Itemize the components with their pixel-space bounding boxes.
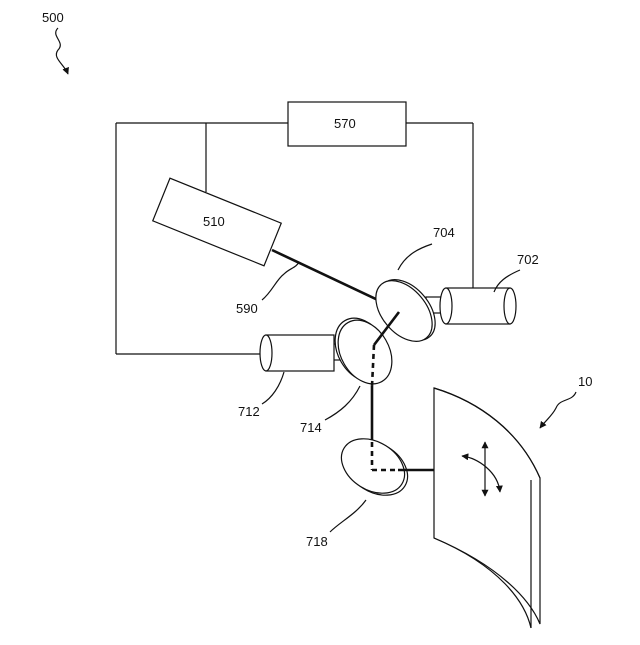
label-mirror-714: 714 (300, 420, 322, 435)
leader-mirror-714 (325, 386, 360, 420)
label-motor-712: 712 (238, 404, 260, 419)
label-system-500: 500 (42, 10, 64, 25)
label-beam-590: 590 (236, 301, 258, 316)
label-laser-510: 510 (203, 214, 225, 229)
label-motor-702: 702 (517, 252, 539, 267)
leader-system-500 (56, 28, 68, 74)
leader-motor-712 (262, 372, 284, 404)
leader-lens-718 (330, 500, 366, 532)
leader-beam-590 (262, 262, 299, 300)
target-surface-10 (434, 388, 540, 628)
label-controller-570: 570 (334, 116, 356, 131)
leader-target-10 (540, 392, 576, 428)
label-lens-718: 718 (306, 534, 328, 549)
leader-mirror-704 (398, 244, 432, 270)
lens-718 (331, 428, 417, 507)
label-target-10: 10 (578, 374, 592, 389)
label-mirror-704: 704 (433, 225, 455, 240)
motor-702 (426, 288, 516, 324)
